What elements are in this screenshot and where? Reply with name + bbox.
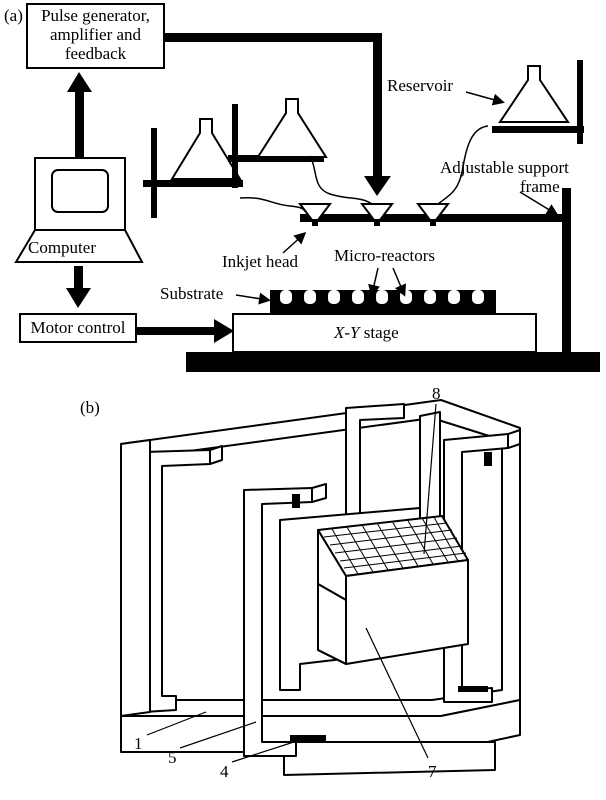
pulse-generator-label-2: amplifier and bbox=[49, 25, 142, 44]
motor-to-stage-arrow bbox=[136, 319, 234, 343]
inkjet-heads bbox=[298, 203, 450, 226]
computer-label: Computer bbox=[28, 238, 96, 257]
callout-4: 4 bbox=[220, 762, 229, 781]
support-post bbox=[562, 188, 571, 354]
computer-icon bbox=[14, 157, 144, 263]
callout-8: 8 bbox=[432, 384, 441, 403]
substrate bbox=[270, 290, 496, 314]
panel-a-label: (a) bbox=[4, 6, 23, 25]
callout-5: 5 bbox=[168, 748, 177, 767]
hardware-details bbox=[290, 452, 492, 741]
xy-stage-label: X-Y stage bbox=[334, 323, 399, 342]
xy-stage-label-xy: X-Y bbox=[334, 323, 360, 342]
adjustable-support-label-2: frame bbox=[520, 177, 560, 196]
right-reservoir bbox=[492, 60, 584, 144]
computer-to-pulse-arrow bbox=[67, 72, 92, 158]
motor-control-box bbox=[19, 313, 137, 343]
pulse-generator-label-3: feedback bbox=[64, 44, 127, 63]
computer-to-motor-arrow bbox=[66, 266, 91, 308]
reservoir-label: Reservoir bbox=[387, 76, 454, 95]
pulse-generator-box bbox=[26, 3, 165, 69]
adjustable-support-label-1: Adjustable support bbox=[440, 158, 569, 177]
callout-leaders bbox=[146, 403, 437, 763]
micro-reactors-label: Micro-reactors bbox=[334, 246, 436, 265]
left-reservoir-stands bbox=[143, 98, 328, 218]
motor-control-label: Motor control bbox=[30, 318, 126, 337]
xy-stage-label-rest: stage bbox=[359, 323, 399, 342]
xy-stage bbox=[232, 313, 537, 353]
substrate-label: Substrate bbox=[160, 284, 224, 303]
callout-1: 1 bbox=[134, 734, 143, 753]
callout-7: 7 bbox=[428, 762, 437, 781]
panel-b-label: (b) bbox=[80, 398, 100, 417]
pulse-generator-label-1: Pulse generator, bbox=[41, 6, 150, 25]
base-plate bbox=[186, 352, 600, 372]
holder-structure bbox=[120, 399, 521, 776]
inkjet-head-label: Inkjet head bbox=[222, 252, 298, 271]
signal-arrow bbox=[164, 33, 391, 196]
feed-tubes bbox=[239, 125, 489, 213]
label-pointers bbox=[235, 91, 559, 305]
